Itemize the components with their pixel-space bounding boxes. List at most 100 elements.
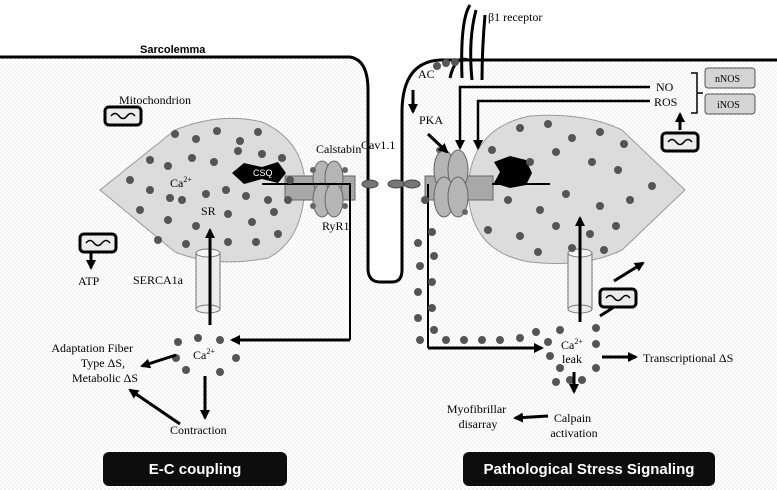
ac-label: AC [418,67,435,81]
calcium-dot [428,228,436,236]
ryr1-label: RyR1 [322,219,350,233]
mitochondrion-icon [598,287,638,309]
ec-coupling-box: E-C coupling [103,452,287,486]
mitochondrion-icon [103,105,143,127]
leak-label: leak [562,352,582,366]
calcium-dot [544,120,552,128]
calpain-label: Calpain activation [550,411,597,440]
serca-label: SERCA1a [133,273,184,287]
calcium-dot [592,364,600,372]
calcium-dot [188,154,196,162]
sarcolemma-membrane [0,55,777,284]
calcium-dot [504,196,512,204]
calcium-dot [626,196,634,204]
nos-bracket [691,72,703,114]
cytosol-ca-label: Ca2+ [193,347,215,362]
beta1-receptor [448,4,487,81]
calcium-dot [224,238,232,246]
calcium-dot [254,128,262,136]
no-label: NO [656,80,674,94]
sr-dots-left [126,127,294,248]
calcium-dot [224,210,232,218]
calcium-dot [166,194,174,202]
calcium-dot [536,206,544,214]
mitochondrion-icon [660,131,700,153]
calcium-dot [416,336,424,344]
calcium-dot [556,364,564,372]
calcium-dot [414,314,422,322]
calcium-dot [136,206,144,214]
calcium-dot [442,336,450,344]
calcium-dot [596,202,604,210]
calcium-dot [496,336,504,344]
inos-label: iNOS [717,100,740,111]
calcium-dot [416,262,424,270]
calcium-dot [126,176,134,184]
calcium-dot [178,196,186,204]
sr-ca-label: Ca2+ [170,175,192,190]
leak-ca-label: Ca2+ [561,337,583,352]
calcium-dot [648,182,656,190]
sarcolemma-label: Sarcolemma [140,44,206,56]
atp-label: ATP [78,274,100,288]
calcium-dot [414,239,422,247]
calcium-dot [146,156,154,164]
calcium-dot [210,158,218,166]
calcium-dot [516,334,524,342]
csq-star-right [494,156,532,188]
sr-body-right [467,114,686,264]
no-line [455,85,650,150]
calcium-dot [566,376,574,384]
nnos-label: nNOS [715,74,740,85]
calcium-dot [552,222,560,230]
calcium-dot [428,304,436,312]
calcium-dot [614,166,622,174]
calcium-dot [192,135,200,143]
calcium-dot [516,232,524,240]
calcium-dot [430,326,438,334]
cav11-channel [361,179,421,189]
calcium-dot [421,196,429,204]
calcium-dot [460,336,468,344]
calcium-dot [182,366,190,374]
calcium-dot [234,147,242,155]
calcium-dot [478,336,486,344]
calcium-dot [248,218,256,226]
calcium-dot [164,216,172,224]
ryr1-channel-right [433,149,469,218]
calcium-dot [202,190,210,198]
connector-left-sr [262,183,351,340]
mitochondrion-label: Mitochondrion [119,93,191,107]
calcium-dot [586,230,594,238]
calcium-dot [258,150,266,158]
ec-coupling-label: E-C coupling [148,460,242,478]
calcium-dot [588,158,596,166]
calcium-dot [516,124,524,132]
calcium-dot [270,208,278,216]
calstabin-label: Calstabin [316,142,361,156]
calcium-dot [194,334,202,342]
ac-dots [433,58,459,70]
nnos-box [704,67,756,89]
myofibrillar-label: Myofibrillar disarray [447,402,509,431]
calcium-dot [552,378,560,386]
calcium-dot [284,196,292,204]
calcium-dot [532,328,540,336]
pathological-stress-label: Pathological Stress Signaling [483,460,695,478]
calcium-dot [222,186,230,194]
pathological-stress-box: Pathological Stress Signaling [463,452,715,486]
calcium-dot [568,244,576,252]
calcium-dot [596,128,604,136]
calcium-dot [171,130,179,138]
calcium-dot [232,354,240,362]
beta1-receptor-label: β1 receptor [488,10,542,24]
calcium-dot [568,134,576,142]
calcium-dot [592,324,600,332]
calcium-dot [544,338,552,346]
inos-box [704,93,756,115]
calcium-dot [600,246,608,254]
calcium-dot [488,146,496,154]
calcium-dot [274,230,282,238]
calcium-dot [484,226,492,234]
